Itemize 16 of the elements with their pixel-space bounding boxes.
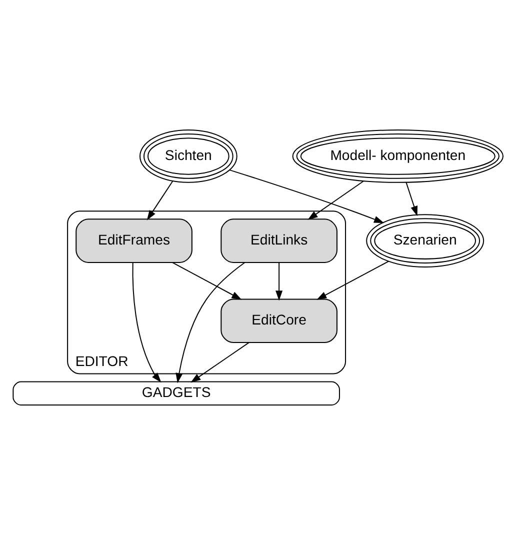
node-box: EditLinks bbox=[220, 218, 337, 262]
arrow bbox=[132, 262, 161, 382]
node-ellipse: Modell- komponenten bbox=[292, 129, 504, 182]
arrow bbox=[172, 262, 242, 300]
node-box: EditFrames bbox=[75, 218, 192, 262]
arrow bbox=[229, 169, 384, 223]
node-ellipse: Sichten bbox=[138, 129, 237, 182]
arrow bbox=[307, 180, 364, 220]
arrow bbox=[190, 342, 249, 382]
arrow bbox=[175, 262, 244, 383]
node-box: GADGETS bbox=[12, 380, 340, 405]
node-box: EditCore bbox=[220, 298, 337, 343]
arrow bbox=[146, 180, 173, 220]
arrow bbox=[316, 260, 388, 300]
arrow bbox=[405, 182, 417, 216]
arrow bbox=[275, 262, 282, 300]
